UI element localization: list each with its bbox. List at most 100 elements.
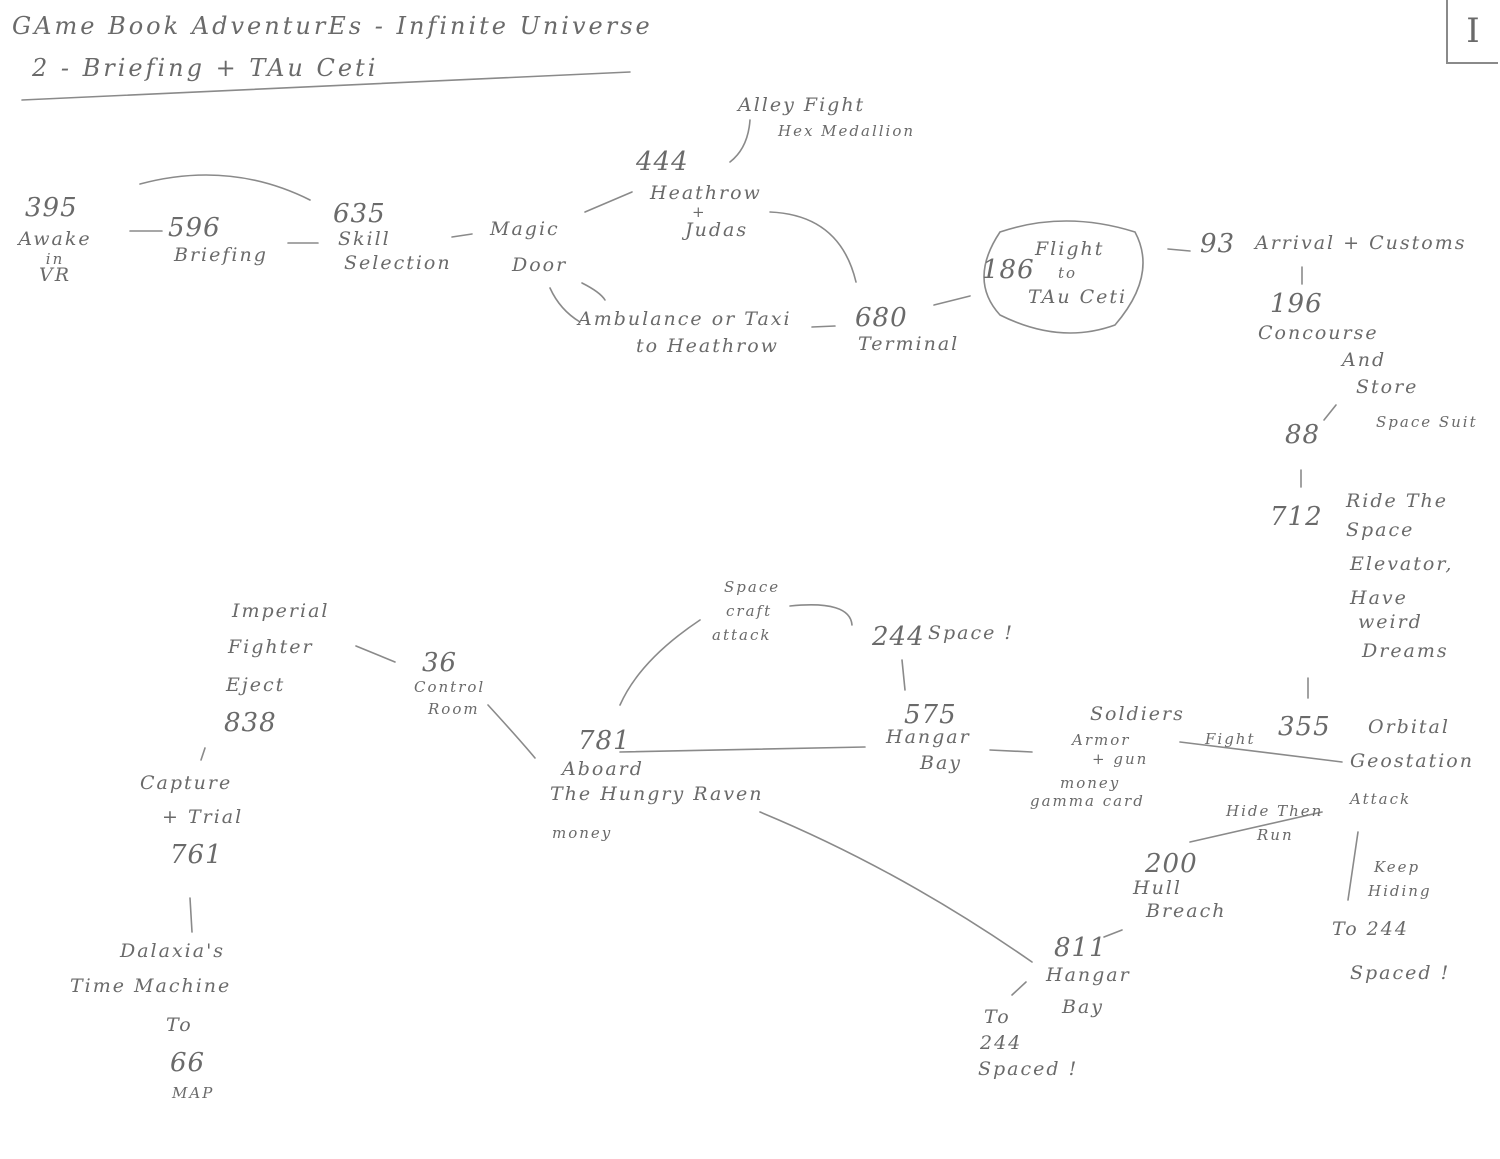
fight-label: Fight — [1205, 730, 1256, 748]
ambulance-label-1: Ambulance or Taxi — [578, 308, 792, 330]
craft-label-1: Space — [724, 578, 781, 596]
node-186-number: 186 — [982, 255, 1035, 285]
dalaxia-map-label: MAP — [172, 1084, 215, 1102]
line-magic-444 — [584, 191, 633, 213]
line-200-811 — [1103, 929, 1123, 938]
node-196-label-3: Store — [1356, 376, 1419, 398]
line-magic-ambulance-2 — [549, 287, 581, 323]
node-680-number: 680 — [855, 303, 908, 333]
line-680-186 — [933, 295, 971, 306]
node-761-number: 761 — [170, 840, 223, 870]
soldiers-label: Soldiers — [1090, 703, 1185, 725]
ambulance-label-2: to Heathrow — [636, 335, 779, 357]
node-712-label-5: weird — [1358, 611, 1423, 633]
title-line-2: 2 - Briefing + TAu Ceti — [32, 54, 379, 82]
node-838-label-1: Imperial — [232, 600, 330, 622]
node-36-label-1: Control — [414, 678, 486, 696]
hide-then-label: Hide Then — [1226, 802, 1324, 820]
arc-395-to-635 — [139, 174, 311, 201]
node-781-number: 781 — [578, 726, 631, 756]
node-444-label-3: Judas — [685, 219, 749, 241]
node-575-label-2: Bay — [920, 752, 963, 774]
node-680-label: Terminal — [858, 333, 960, 355]
line-635-magic — [451, 233, 473, 238]
node-635-label-2: Selection — [344, 252, 452, 274]
node-712-label-1: Ride The — [1346, 490, 1448, 512]
node-635-label-1: Skill — [338, 228, 391, 250]
node-712-number: 712 — [1270, 502, 1323, 532]
node-712-label-2: Space — [1346, 519, 1415, 541]
craft-label-2: craft — [726, 602, 773, 620]
hiding-label: Hiding — [1368, 882, 1432, 900]
node-244-label: Space ! — [928, 622, 1015, 644]
space-suit-label: Space Suit — [1376, 413, 1478, 431]
node-444-label-2: + — [692, 203, 707, 221]
line-575-soldiers — [989, 749, 1033, 753]
to-244-bottom-label-3: Spaced ! — [978, 1058, 1079, 1080]
line-ambulance-680 — [811, 325, 836, 328]
node-395-label-3: VR — [38, 264, 72, 286]
node-395-label-2: in — [45, 250, 65, 268]
craft-label-3: attack — [712, 626, 772, 644]
line-magic-ambulance — [581, 282, 606, 301]
node-355-number: 355 — [1278, 712, 1331, 742]
node-838-number: 838 — [224, 708, 277, 738]
line-811-to244 — [1011, 981, 1027, 996]
node-811-label-2: Bay — [1062, 996, 1105, 1018]
node-200-label-1: Hull — [1133, 877, 1182, 899]
line-781-craft — [619, 619, 701, 706]
node-36-label-2: Room — [428, 700, 480, 718]
node-200-number: 200 — [1145, 849, 1198, 879]
soldiers-gamma-card-label: gamma card — [1030, 792, 1145, 810]
node-781-label-2: The Hungry Raven — [550, 783, 764, 805]
dalaxia-label-3: To — [166, 1014, 193, 1036]
node-244-number: 244 — [872, 622, 925, 652]
node-596-number: 596 — [168, 213, 221, 243]
line-craft-244 — [789, 604, 853, 626]
node-761-label-2: + Trial — [162, 806, 244, 828]
line-355-keep — [1347, 831, 1359, 901]
line-355-200 — [1189, 811, 1323, 843]
node-635-number: 635 — [333, 199, 386, 229]
to-244-right-label-1: To 244 — [1332, 918, 1409, 940]
line-838-761 — [200, 747, 206, 761]
alley-fight-label: Alley Fight — [738, 94, 866, 116]
node-575-label-1: Hangar — [886, 726, 971, 748]
line-838-36 — [355, 645, 396, 663]
dalaxia-number: 66 — [170, 1048, 206, 1078]
node-712-label-4: Have — [1350, 587, 1408, 609]
node-811-label-1: Hangar — [1046, 964, 1131, 986]
line-781-575 — [619, 746, 866, 753]
line-761-dalaxia — [189, 897, 193, 933]
node-186-label-2: to — [1058, 264, 1078, 282]
title-underline — [21, 71, 631, 101]
to-244-bottom-label-2: 244 — [980, 1032, 1023, 1054]
node-196-label-2: And — [1342, 349, 1387, 371]
node-712-label-6: Dreams — [1362, 640, 1449, 662]
to-244-bottom-label-1: To — [984, 1006, 1011, 1028]
to-244-right-label-2: Spaced ! — [1350, 962, 1451, 984]
node-781-label-3: money — [552, 824, 613, 842]
title-line-1: GAme Book AdventurEs - Infinite Universe — [12, 12, 653, 40]
node-444-label-1: Heathrow — [650, 182, 762, 204]
line-781-811 — [759, 811, 1033, 963]
node-712-label-3: Elevator, — [1350, 553, 1454, 575]
node-838-label-3: Eject — [226, 674, 286, 696]
node-811-number: 811 — [1054, 933, 1107, 963]
node-395-number: 395 — [25, 193, 78, 223]
node-781-label-1: Aboard — [562, 758, 644, 780]
line-444-680 — [769, 211, 857, 283]
node-36-number: 36 — [422, 648, 458, 678]
node-838-label-2: Fighter — [228, 636, 314, 658]
node-186-label-1: Flight — [1035, 238, 1105, 260]
soldiers-armor-label: Armor — [1072, 731, 1131, 749]
magic-door-label-2: Door — [512, 254, 568, 276]
line-244-575 — [901, 659, 906, 691]
node-355-label-2: Geostation — [1350, 750, 1474, 772]
node-196-label-1: Concourse — [1258, 322, 1379, 344]
run-label: Run — [1257, 826, 1294, 844]
line-196-88 — [1323, 404, 1337, 421]
soldiers-money-label: money — [1060, 774, 1121, 792]
